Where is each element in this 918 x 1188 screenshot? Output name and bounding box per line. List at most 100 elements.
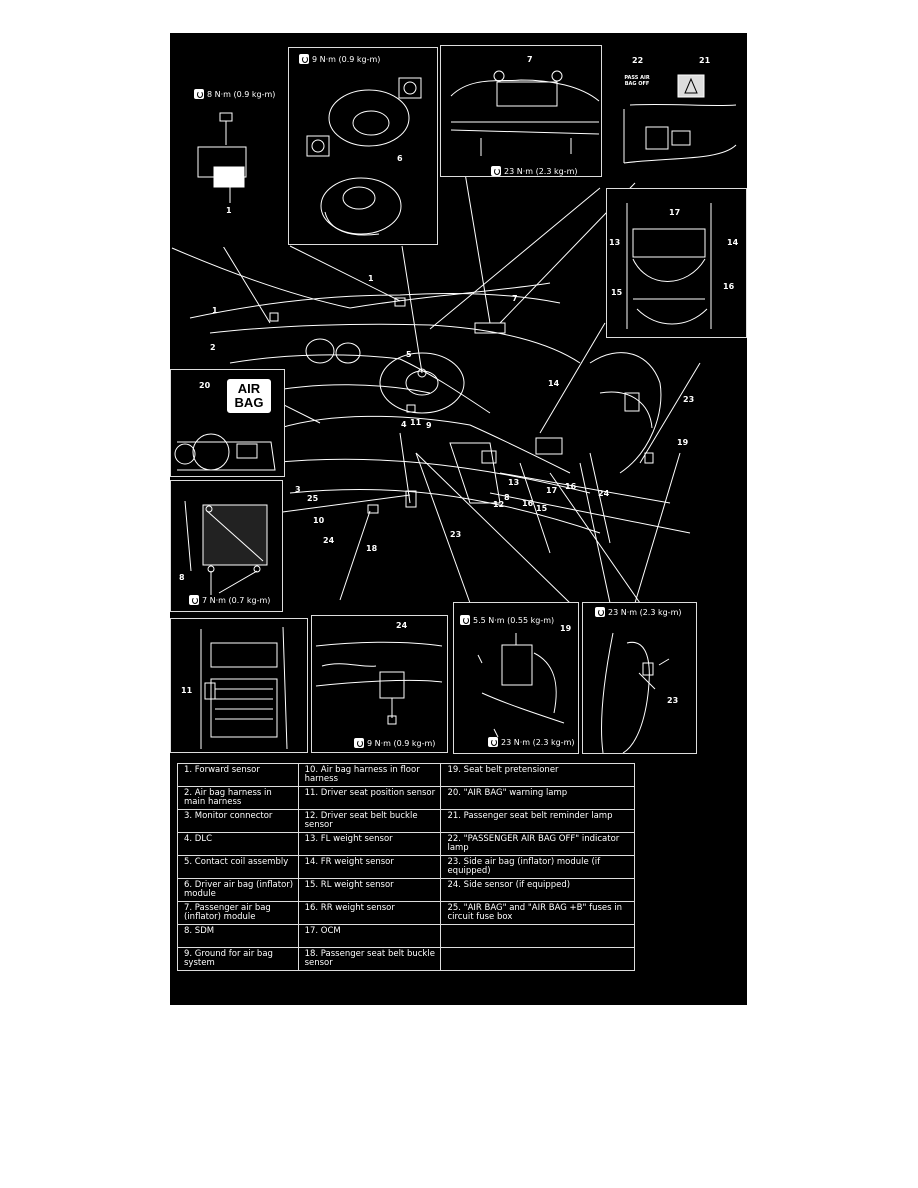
- inset-driver-air-bag: 9 N·m (0.9 kg-m) 6: [288, 47, 438, 245]
- passenger-air-bag-off-label: PASS AIR BAG OFF: [624, 75, 650, 87]
- callout-main-16b: 16: [565, 482, 577, 491]
- torque-side-air-bag: 23 N·m (2.3 kg-m): [595, 607, 681, 617]
- legend-cell: 18. Passenger seat belt buckle sensor: [297, 947, 442, 971]
- callout-main-18: 18: [366, 544, 378, 553]
- callout-24: 24: [396, 621, 408, 630]
- callout-main-8: 8: [504, 493, 510, 502]
- callout-main-13: 13: [508, 478, 520, 487]
- torque-sdm: 7 N·m (0.7 kg-m): [189, 595, 270, 605]
- forward-sensor-drawing: [197, 112, 247, 203]
- callout-20: 20: [199, 381, 211, 390]
- torque-wrench-icon: [488, 737, 498, 747]
- callout-main-15: 15: [536, 504, 548, 513]
- callout-main-23: 23: [683, 395, 695, 404]
- callout-main-3: 3: [295, 485, 301, 494]
- callout-13: 13: [609, 238, 621, 247]
- callout-main-10: 10: [313, 516, 325, 525]
- torque-wrench-icon: [194, 89, 204, 99]
- legend-cell: 10. Air bag harness in floor harness: [297, 763, 442, 787]
- callout-main-23b: 23: [450, 530, 462, 539]
- callout-6: 6: [397, 154, 403, 163]
- torque-driver-air-bag-label: 9 N·m (0.9 kg-m): [312, 54, 381, 64]
- cluster-drawing: [174, 433, 276, 471]
- side-sensor-drawing: [315, 641, 443, 725]
- inset-side-air-bag: 23 N·m (2.3 kg-m) 23: [582, 602, 697, 754]
- callout-main-14: 14: [548, 379, 560, 388]
- inset-pretensioner: 5.5 N·m (0.55 kg-m) 19 23 N·m (2.3 kg-m): [453, 602, 579, 754]
- legend-cell: 1. Forward sensor: [177, 763, 299, 787]
- torque-sdm-label: 7 N·m (0.7 kg-m): [202, 595, 271, 605]
- inset-warning-lamp: 20 AIR BAG: [170, 369, 285, 477]
- driver-air-bag-drawing: [306, 77, 422, 236]
- inset-indicator-lamps: 22 21 PASS AIR BAG OFF: [610, 45, 741, 165]
- torque-wrench-icon: [595, 607, 605, 617]
- callout-main-1a: 1: [368, 274, 374, 283]
- callout-23: 23: [667, 696, 679, 705]
- inset-passenger-air-bag: 7 23 N·m (2.3 kg-m): [440, 45, 602, 177]
- torque-side-sensor-label: 9 N·m (0.9 kg-m): [367, 738, 436, 748]
- torque-passenger-air-bag: 23 N·m (2.3 kg-m): [491, 166, 577, 176]
- callout-main-16a: 16: [522, 499, 534, 508]
- legend-cell: 19. Seat belt pretensioner: [440, 763, 635, 787]
- legend-cell: 11. Driver seat position sensor: [297, 786, 442, 810]
- callout-main-24b: 24: [598, 489, 610, 498]
- legend-cell: 17. OCM: [297, 924, 442, 948]
- callout-14: 14: [727, 238, 739, 247]
- inset-side-sensor: 24 9 N·m (0.9 kg-m): [311, 615, 448, 753]
- legend-cell: 3. Monitor connector: [177, 809, 299, 833]
- callout-main-24a: 24: [323, 536, 335, 545]
- main-interior-drawing: [171, 172, 701, 604]
- torque-wrench-icon: [460, 615, 470, 625]
- callout-22: 22: [632, 56, 644, 65]
- legend-cell: [440, 947, 635, 971]
- legend-cell: 6. Driver air bag (inflator) module: [177, 878, 299, 902]
- torque-wrench-icon: [299, 54, 309, 64]
- inset-forward-sensor: 8 N·m (0.9 kg-m) 1: [170, 43, 288, 247]
- callout-main-11: 11: [410, 418, 422, 427]
- indicator-lamps-drawing: [623, 74, 737, 164]
- callout-main-19: 19: [677, 438, 689, 447]
- weight-sensors-drawing: [626, 203, 712, 329]
- seat-position-drawing: [200, 626, 288, 750]
- callout-main-25: 25: [307, 494, 319, 503]
- sdm-drawing: [184, 500, 268, 595]
- torque-forward-sensor: 8 N·m (0.9 kg-m): [194, 89, 275, 99]
- callout-main-12: 12: [493, 500, 505, 509]
- callout-19: 19: [560, 624, 572, 633]
- legend-cell: 12. Driver seat belt buckle sensor: [297, 809, 442, 833]
- side-air-bag-drawing: [600, 632, 670, 753]
- legend-cell: 21. Passenger seat belt reminder lamp: [440, 809, 635, 833]
- torque-wrench-icon: [491, 166, 501, 176]
- legend-cell: 23. Side air bag (inflator) module (if e…: [440, 855, 635, 879]
- callout-main-5: 5: [406, 350, 412, 359]
- legend-cell: [440, 924, 635, 948]
- callout-21: 21: [699, 56, 711, 65]
- inset-seat-position-sensor: 11: [170, 618, 308, 753]
- callout-main-1b: 1: [212, 306, 218, 315]
- legend-cell: 5. Contact coil assembly: [177, 855, 299, 879]
- torque-side-air-bag-label: 23 N·m (2.3 kg-m): [608, 607, 682, 617]
- torque-wrench-icon: [354, 738, 364, 748]
- callout-7: 7: [527, 55, 533, 64]
- torque-wrench-icon: [189, 595, 199, 605]
- callout-main-7: 7: [512, 294, 518, 303]
- legend-cell: 4. DLC: [177, 832, 299, 856]
- torque-driver-air-bag: 9 N·m (0.9 kg-m): [299, 54, 380, 64]
- torque-pretensioner-top: 5.5 N·m (0.55 kg-m): [460, 615, 554, 625]
- torque-forward-sensor-label: 8 N·m (0.9 kg-m): [207, 89, 276, 99]
- callout-17: 17: [669, 208, 681, 217]
- torque-pretensioner-bottom: 23 N·m (2.3 kg-m): [488, 737, 574, 747]
- torque-pretensioner-top-label: 5.5 N·m (0.55 kg-m): [473, 615, 555, 625]
- callout-11: 11: [181, 686, 193, 695]
- legend-cell: 9. Ground for air bag system: [177, 947, 299, 971]
- callout-main-9: 9: [426, 421, 432, 430]
- callout-main-4: 4: [401, 420, 407, 429]
- callout-main-17: 17: [546, 486, 558, 495]
